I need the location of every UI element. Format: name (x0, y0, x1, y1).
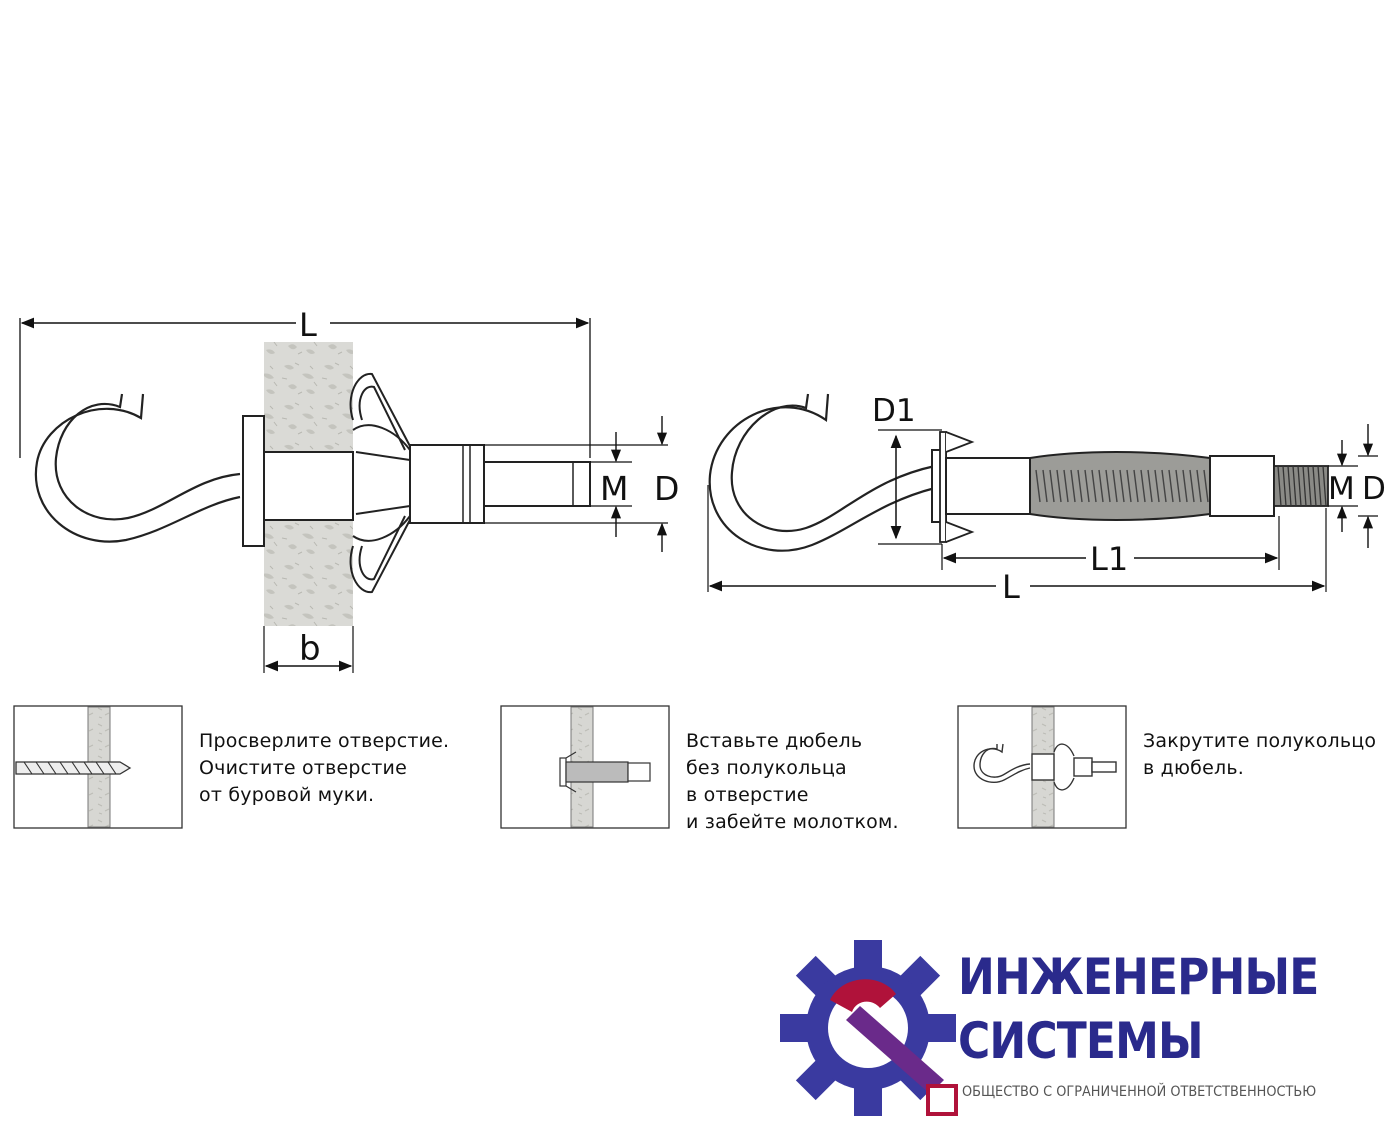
right-dim-M: M (1328, 471, 1355, 507)
hook-icon (973, 743, 1117, 791)
hook-outline-outer (34, 393, 241, 543)
logo-title-line1: ИНЖЕНЕРНЫЕ (958, 948, 1319, 1006)
step-1-line: Просверлите отверстие. (199, 730, 450, 752)
bolt-threads (1277, 465, 1327, 507)
butterfly-wings (349, 372, 413, 594)
gear-wrench-icon (780, 940, 958, 1116)
right-dim-L: L (1002, 568, 1020, 606)
step-2-line: и забейте молотком. (686, 811, 899, 833)
step-2-line: в отверстие (686, 784, 809, 806)
step-3-text: Закрутите полукольцо в дюбель. (1143, 728, 1376, 782)
dowel-ribs (1035, 469, 1209, 503)
right-dim-D1: D1 (872, 393, 916, 429)
step-1-line: Очистите отверстие (199, 757, 407, 779)
wall-section-bottom (264, 520, 353, 626)
dowel-icon (559, 751, 651, 793)
left-dim-L: L (299, 306, 317, 344)
right-dim-L1: L1 (1090, 540, 1128, 578)
hook-outline-inner (54, 393, 241, 521)
step-1-panel (13, 705, 183, 829)
step-1-text: Просверлите отверстие. Очистите отверсти… (199, 728, 449, 809)
step-2-panel (500, 705, 670, 829)
right-dim-D: D (1362, 471, 1386, 507)
step-2-text: Вставьте дюбель без полукольца в отверст… (686, 728, 899, 836)
step-3-line: в дюбель. (1143, 757, 1244, 779)
step-2-line: без полукольца (686, 757, 847, 779)
dowel-shank (263, 451, 354, 521)
left-diagram: L M D b (19, 306, 679, 673)
step-3-line: Закрутите полукольцо (1143, 730, 1377, 752)
dowel-flange (242, 415, 265, 547)
step-1-line: от буровой муки. (199, 784, 375, 806)
wall-section-top (264, 342, 353, 452)
dowel-body (1029, 451, 1211, 521)
left-dim-M: M (600, 469, 628, 508)
drill-bit-icon (15, 761, 132, 775)
logo-title-line2: СИСТЕМЫ (958, 1012, 1204, 1070)
left-dim-D: D (654, 469, 679, 508)
left-dim-b: b (299, 629, 321, 669)
step-2-line: Вставьте дюбель (686, 730, 863, 752)
logo-subtitle: ОБЩЕСТВО С ОГРАНИЧЕННОЙ ОТВЕТСТВЕННОСТЬЮ (962, 1084, 1317, 1100)
step-3-panel (957, 705, 1127, 829)
dowel-collar (409, 444, 485, 524)
bolt-end (483, 461, 591, 507)
right-diagram: D1 L1 L M D (707, 393, 1386, 606)
